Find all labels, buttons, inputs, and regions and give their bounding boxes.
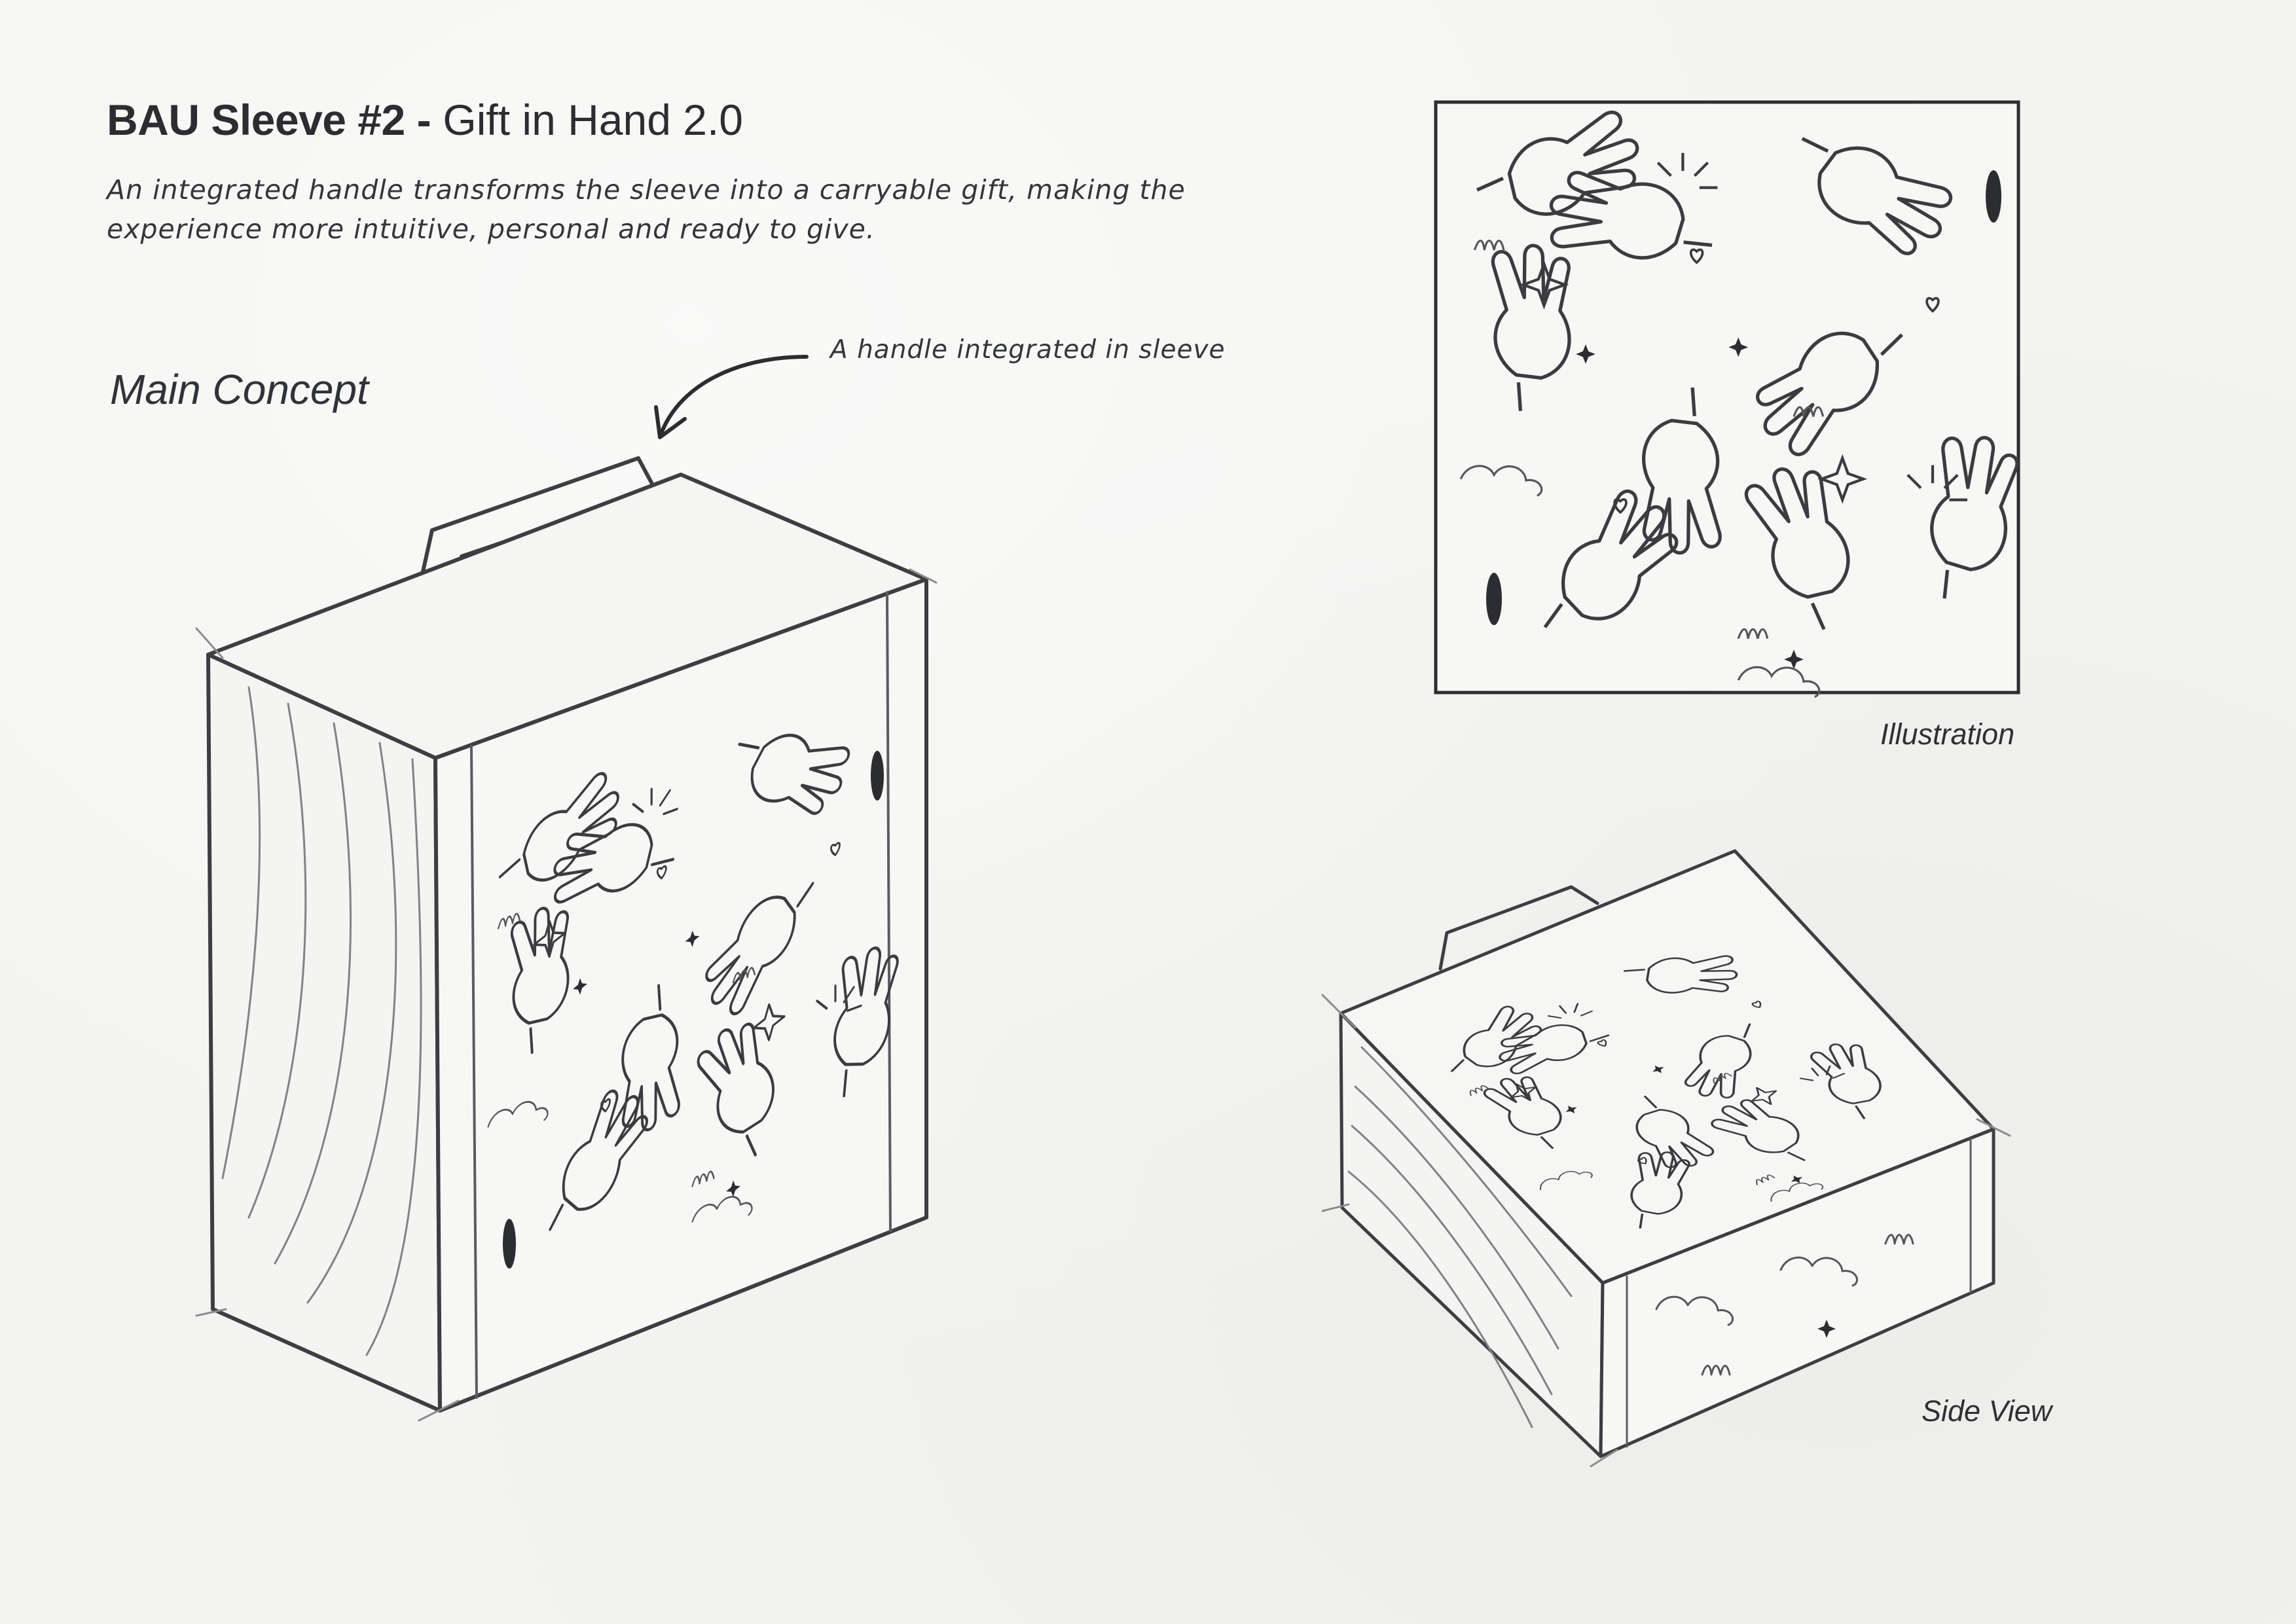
main-box-sketch bbox=[195, 456, 938, 1422]
description: An integrated handle transforms the slee… bbox=[107, 170, 1186, 249]
main-concept-label: Main Concept bbox=[110, 366, 369, 413]
description-line-2: experience more intuitive, personal and … bbox=[107, 213, 875, 245]
page-title: BAU Sleeve #2 - Gift in Hand 2.0 bbox=[107, 90, 743, 149]
annotation-arrow bbox=[654, 355, 809, 439]
title-bold: BAU Sleeve #2 - bbox=[107, 96, 431, 144]
illustration-panel bbox=[1434, 98, 2035, 696]
description-line-1: An integrated handle transforms the slee… bbox=[107, 174, 1186, 206]
title-light: Gift in Hand 2.0 bbox=[443, 96, 744, 144]
side-view-box-sketch bbox=[1321, 849, 2011, 1468]
illustration-caption: Illustration bbox=[1880, 717, 2015, 751]
handle-annotation: A handle integrated in sleeve bbox=[830, 335, 1226, 365]
side-view-caption: Side View bbox=[1922, 1394, 2052, 1428]
